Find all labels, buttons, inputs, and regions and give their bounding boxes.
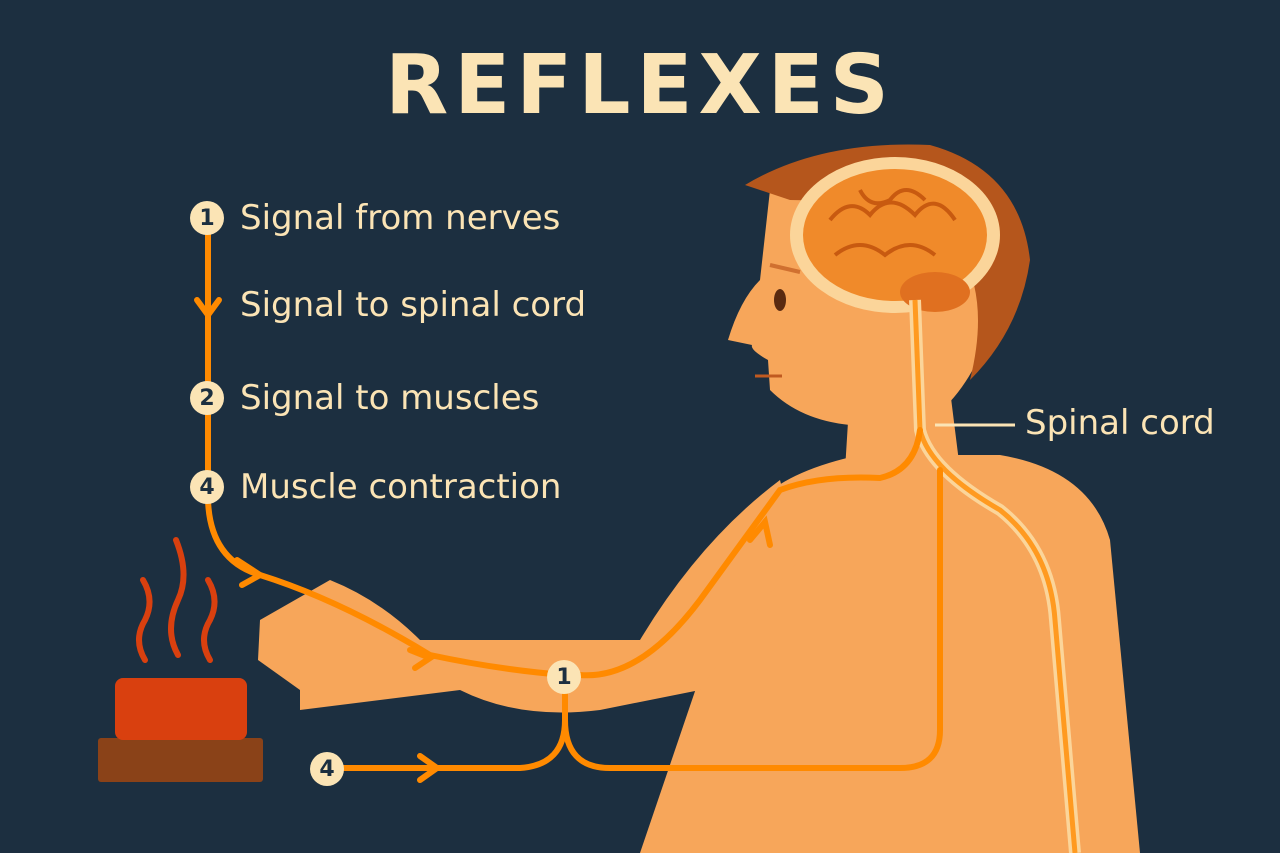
hot-button-base	[98, 738, 263, 782]
bottom-marker-badge: 4	[310, 752, 344, 786]
step-signal-from-nerves: 1 Signal from nerves	[190, 198, 560, 238]
signal-paths	[194, 215, 943, 783]
brain-folds	[828, 188, 957, 258]
arm	[258, 480, 800, 713]
heat-waves-icon	[136, 537, 218, 663]
page-title: REFLEXES	[385, 38, 895, 133]
brain	[803, 169, 987, 301]
hot-button	[115, 678, 247, 740]
step-label: Signal to spinal cord	[240, 285, 587, 325]
step-signal-to-muscles: 2 Signal to muscles	[190, 378, 539, 418]
step-label: Signal from nerves	[240, 198, 561, 238]
step-label: Muscle contraction	[240, 467, 562, 507]
step-number-badge: 1	[190, 201, 224, 235]
step-label: Signal to muscles	[240, 378, 540, 418]
eyebrow	[769, 263, 801, 274]
spinal-cord-label: Spinal cord	[1025, 403, 1215, 443]
spinal-cord-core	[912, 299, 1078, 853]
step-muscle-contraction: 4 Muscle contraction	[190, 467, 561, 507]
arm-marker-badge: 1	[547, 660, 581, 694]
step-number-badge: 2	[190, 381, 224, 415]
step-number-badge: 4	[190, 470, 224, 504]
step-signal-to-spinal-cord: Signal to spinal cord	[190, 285, 586, 325]
eye	[774, 289, 786, 311]
